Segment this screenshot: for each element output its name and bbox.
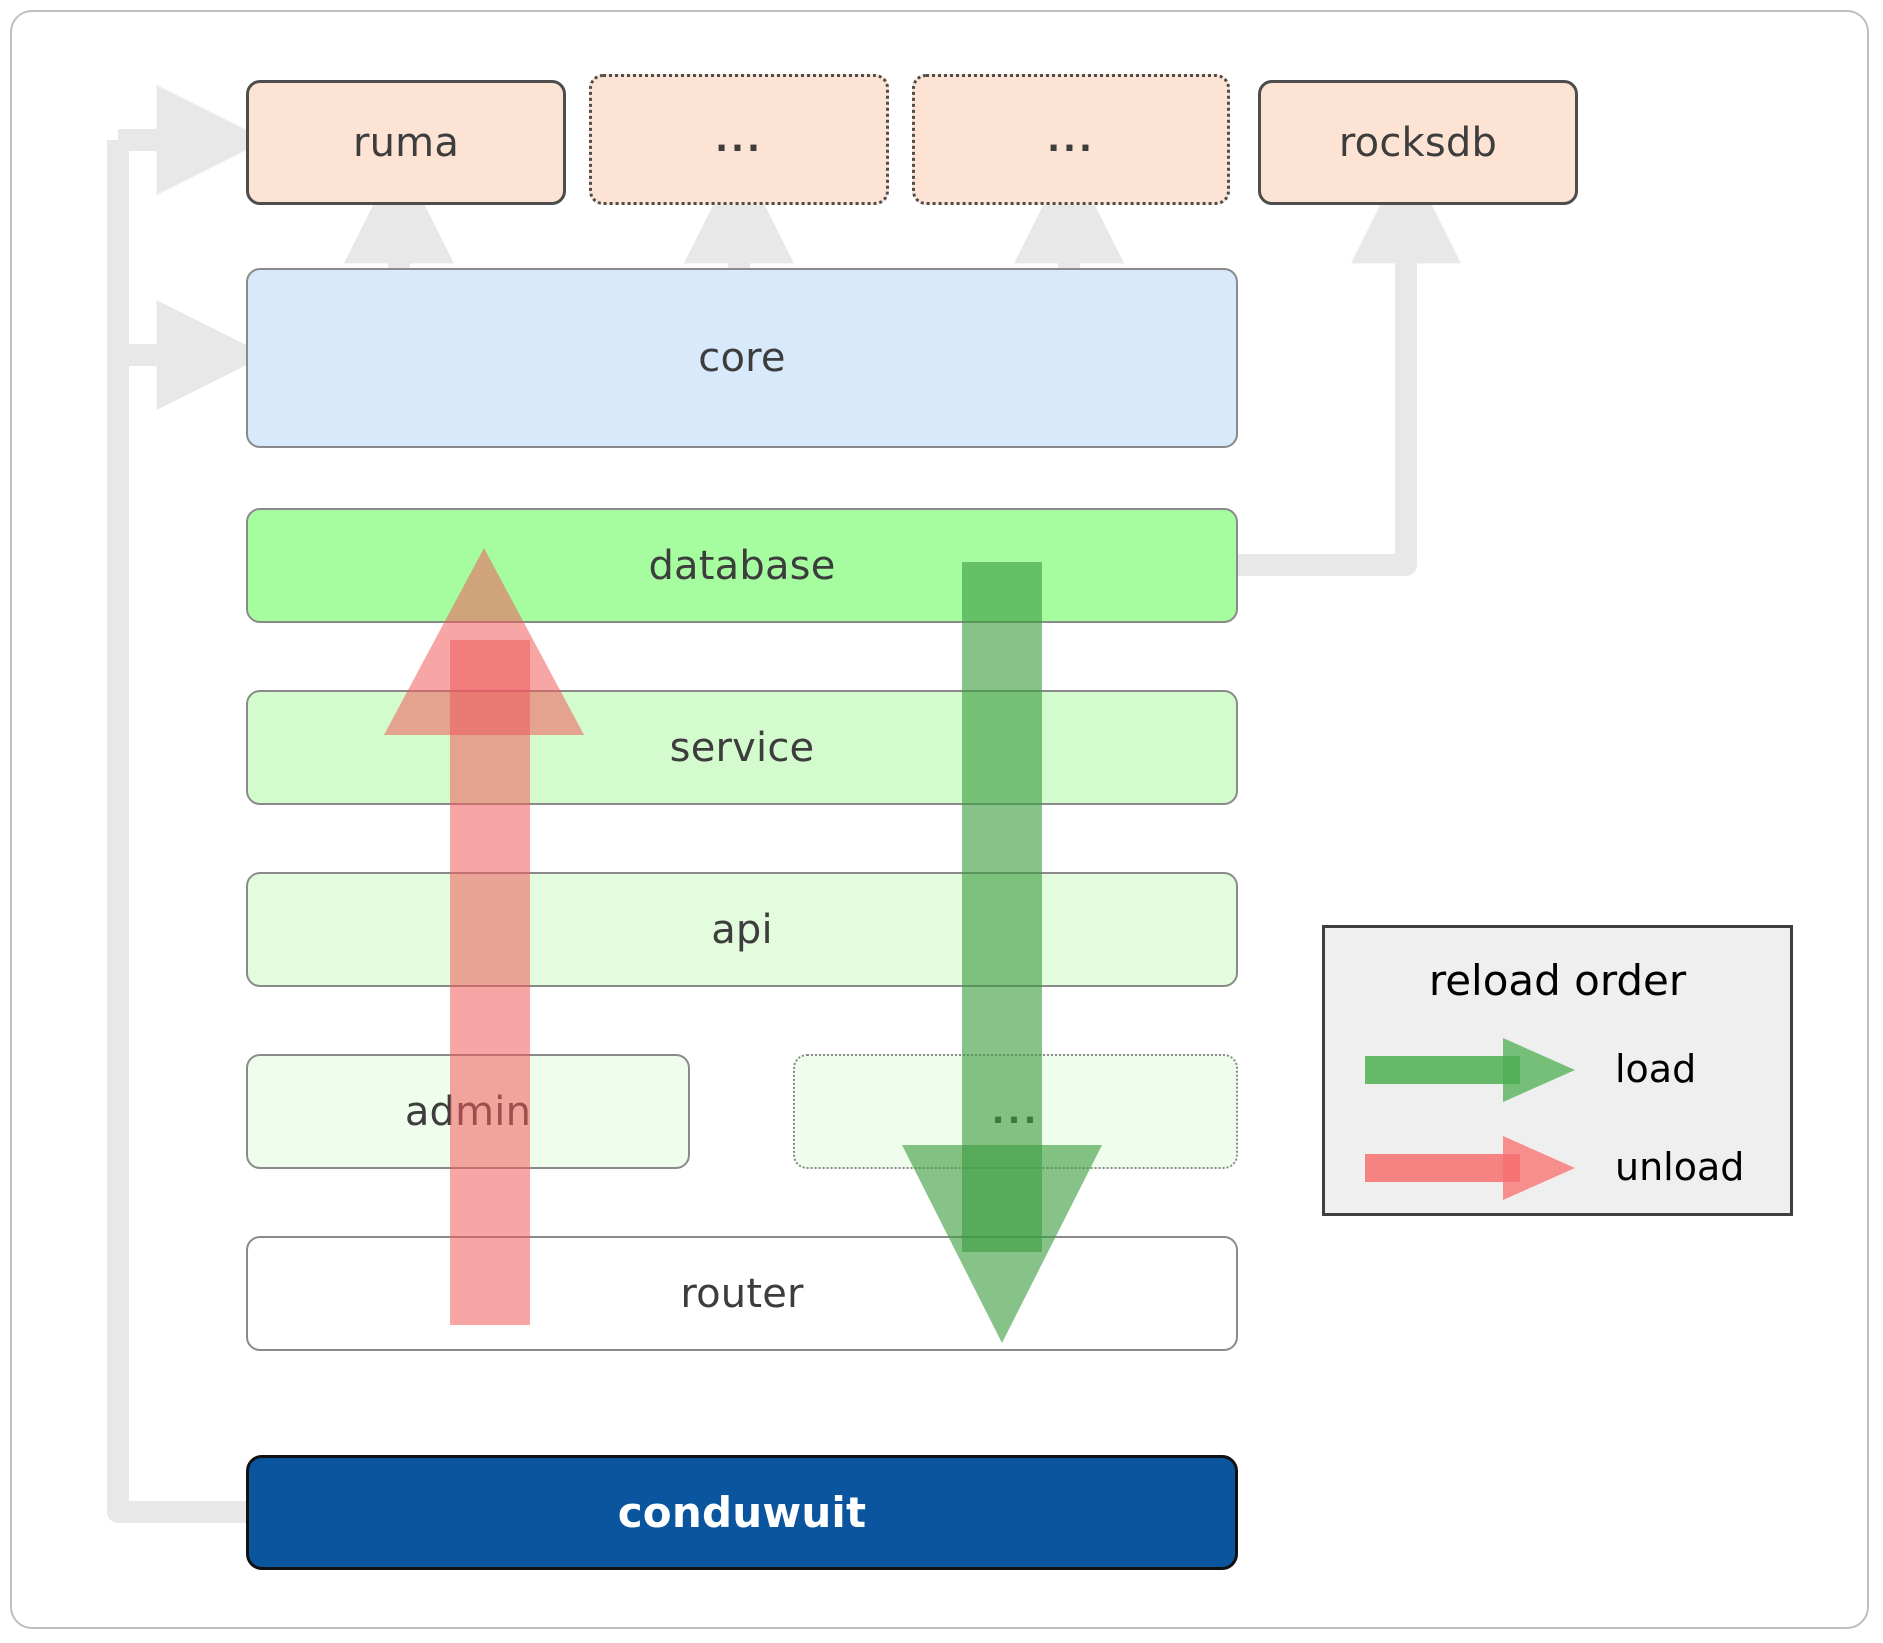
layer-label: api bbox=[711, 906, 773, 953]
legend-load-arrow-icon bbox=[1365, 1038, 1575, 1102]
link-conduwuit-trunk bbox=[107, 85, 267, 1523]
legend-title: reload order bbox=[1428, 956, 1687, 1005]
layer-box-router[interactable]: router bbox=[246, 1236, 1238, 1351]
crate-box-rocksdb[interactable]: rocksdb bbox=[1258, 80, 1578, 205]
crate-label: rocksdb bbox=[1338, 119, 1498, 166]
layer-label: core bbox=[698, 335, 786, 381]
layer-label: ... bbox=[991, 1091, 1040, 1132]
legend-label-unload: unload bbox=[1615, 1145, 1745, 1189]
link-database-rocksdb bbox=[1228, 153, 1461, 576]
layer-box-database[interactable]: database bbox=[246, 508, 1238, 623]
layer-label: admin bbox=[404, 1088, 532, 1135]
legend-arrows bbox=[1365, 1038, 1575, 1200]
legend-unload-arrow-icon bbox=[1365, 1136, 1575, 1200]
layer-box-api[interactable]: api bbox=[246, 872, 1238, 987]
root-label: conduwuit bbox=[617, 1488, 867, 1537]
link-core-to-crates bbox=[344, 153, 1124, 268]
legend-label-load: load bbox=[1615, 1047, 1697, 1091]
layer-box-admin[interactable]: admin bbox=[246, 1054, 690, 1169]
crate-box-ruma[interactable]: ruma bbox=[246, 80, 566, 205]
crate-label: ... bbox=[1047, 119, 1095, 160]
crate-box-ellipsis-1[interactable]: ... bbox=[589, 74, 889, 205]
crate-label: ... bbox=[715, 119, 763, 160]
layer-label: router bbox=[680, 1270, 804, 1317]
layer-box-core[interactable]: core bbox=[246, 268, 1238, 448]
legend-panel: reload order load unload bbox=[1322, 925, 1793, 1216]
layer-label: service bbox=[669, 724, 815, 771]
crate-label: ruma bbox=[352, 119, 460, 166]
root-box-conduwuit[interactable]: conduwuit bbox=[246, 1455, 1238, 1570]
crate-box-ellipsis-2[interactable]: ... bbox=[912, 74, 1230, 205]
layer-box-ellipsis[interactable]: ... bbox=[793, 1054, 1238, 1169]
layer-label: database bbox=[648, 542, 836, 589]
layer-box-service[interactable]: service bbox=[246, 690, 1238, 805]
